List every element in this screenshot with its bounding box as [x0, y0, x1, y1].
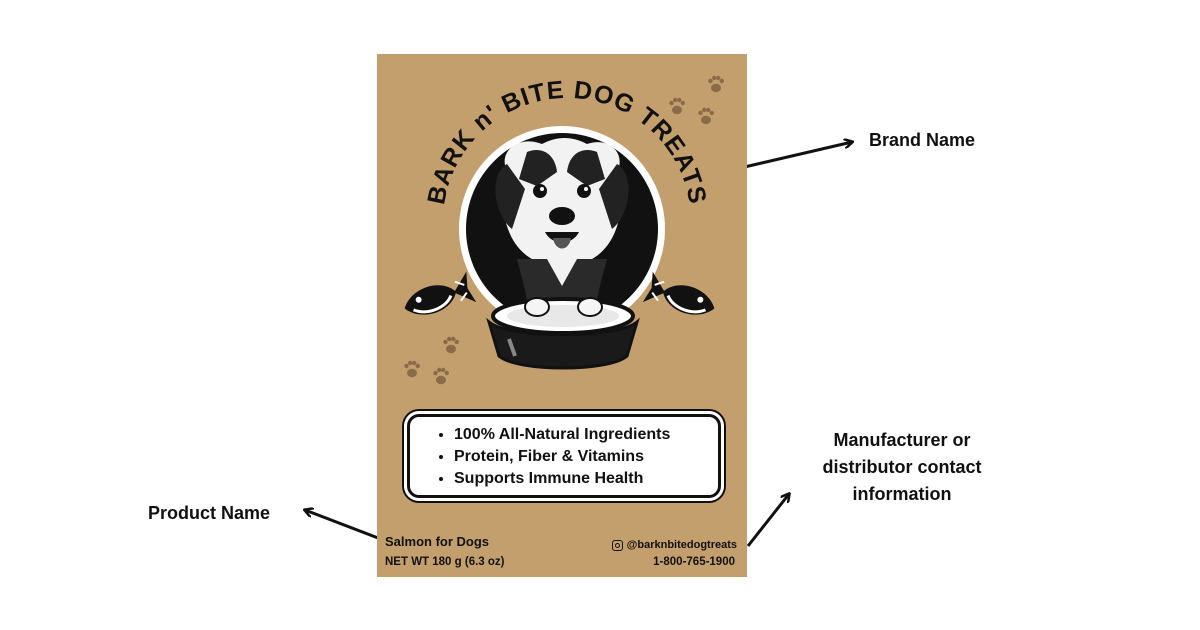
features-box: 100% All-Natural Ingredients Protein, Fi…: [407, 414, 721, 498]
instagram-text: @barknbitedogtreats: [626, 539, 737, 551]
product-name: Salmon for Dogs: [385, 534, 490, 549]
brand-name-callout: Brand Name: [869, 130, 976, 150]
dog-logo-icon: [459, 126, 665, 332]
product-arrow-icon: [305, 510, 387, 543]
package-artwork: BARK n' BITE DOG TREATS: [398, 76, 724, 385]
feature-item: 100% All-Natural Ingredients: [454, 424, 718, 446]
manufacturer-callout: Manufacturer or distributor contact info…: [822, 430, 982, 504]
instagram-icon: [611, 539, 623, 551]
product-name-callout: Product Name: [148, 503, 271, 523]
manufacturer-arrow-icon: [746, 494, 789, 547]
phone-number: 1-800-765-1900: [653, 556, 735, 568]
net-weight: NET WT 180 g (6.3 oz): [385, 556, 505, 568]
feature-item: Supports Immune Health: [454, 468, 718, 490]
dog-bowl-icon: [486, 297, 640, 370]
feature-item: Protein, Fiber & Vitamins: [454, 446, 718, 468]
instagram-handle: @barknbitedogtreats: [611, 539, 737, 551]
product-package: BARK n' BITE DOG TREATS: [377, 54, 747, 577]
